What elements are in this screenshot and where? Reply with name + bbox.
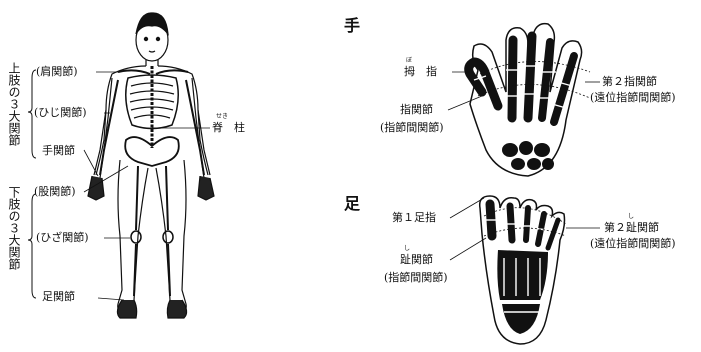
- wrist-joint-label: 手関節: [42, 145, 75, 157]
- toe-joint-ruby: し: [404, 246, 410, 252]
- toe-joint-sub-label: (指節間関節): [384, 272, 448, 284]
- lower-limb-bracket: [28, 194, 36, 298]
- hand-second-joint-sub-label: (遠位指節間関節): [590, 92, 676, 104]
- foot-skeleton: [480, 196, 566, 344]
- finger-joint-sub-label: (指節間関節): [380, 122, 444, 134]
- knee-joint-label: (ひざ関節): [36, 232, 89, 244]
- hand-second-joint-label: 第２指関節: [602, 76, 657, 88]
- foot-title: 足: [344, 190, 360, 214]
- first-toe-label: 第１足指: [392, 212, 436, 224]
- hip-joint-label: (股関節): [34, 186, 76, 198]
- spine-ruby: せき: [216, 114, 228, 120]
- spine-label: 脊 柱: [212, 122, 245, 134]
- finger-joint-label: 指関節: [400, 104, 433, 116]
- hand-skeleton: [469, 24, 590, 176]
- elbow-joint-label: (ひじ関節): [34, 107, 87, 119]
- foot-second-joint-sub-label: (遠位指節間関節): [590, 238, 676, 250]
- thumb-label: 拇 指: [404, 66, 437, 78]
- upper-limb-group-label: 上肢の３大関節: [8, 62, 20, 146]
- lower-limb-group-label: 下肢の３大関節: [8, 186, 20, 270]
- hand-title: 手: [344, 12, 360, 36]
- ankle-joint-label: 足関節: [42, 291, 75, 303]
- thumb-ruby: ぼ: [406, 58, 412, 64]
- human-figure-skeleton: [88, 13, 214, 318]
- toe-joint-label: 趾関節: [400, 254, 433, 266]
- foot-second-joint-label: 第２趾関節: [604, 222, 659, 234]
- foot-second-joint-ruby: し: [628, 214, 634, 220]
- shoulder-joint-label: (肩関節): [36, 66, 78, 78]
